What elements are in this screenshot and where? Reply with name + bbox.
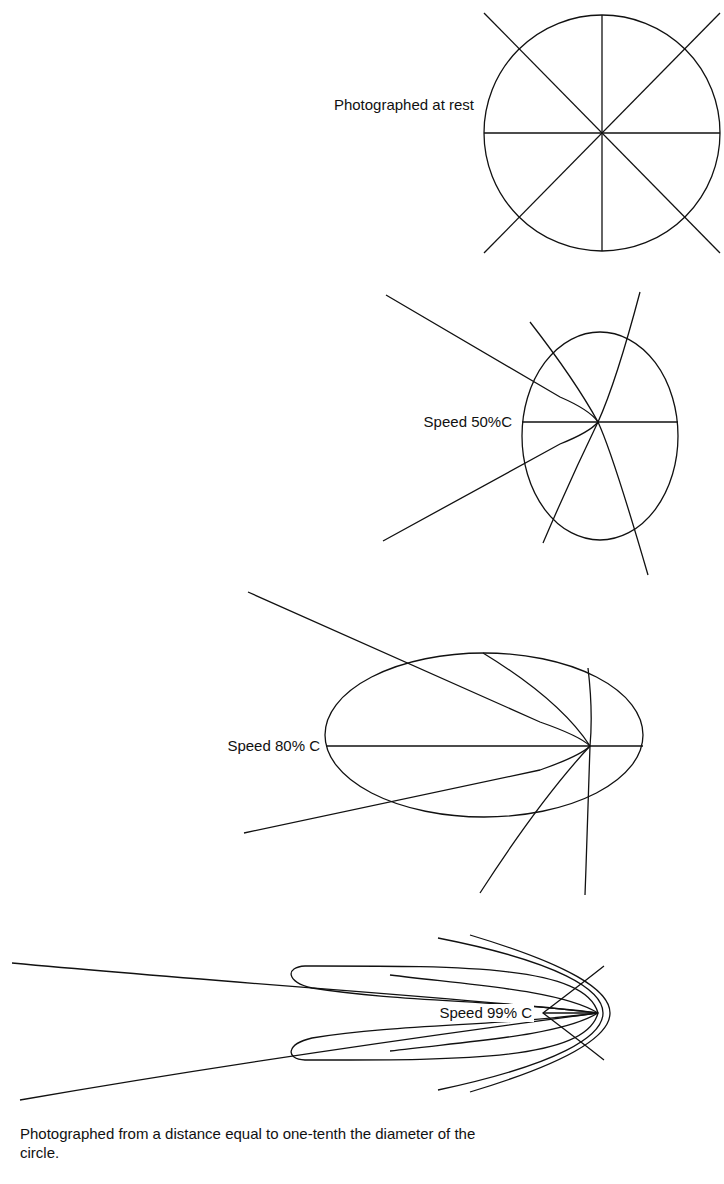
wheel-99-percent <box>12 935 610 1100</box>
speed-label: Speed 99% C <box>437 1004 534 1022</box>
rest-label: Photographed at rest <box>332 96 476 114</box>
speed-label: Speed 50%C <box>422 413 514 431</box>
wheel-at-rest <box>484 13 720 253</box>
wheel-50-percent <box>383 292 678 575</box>
speed-label: Speed 80% C <box>225 737 322 755</box>
figure-caption: Photographed from a distance equal to on… <box>20 1124 490 1162</box>
